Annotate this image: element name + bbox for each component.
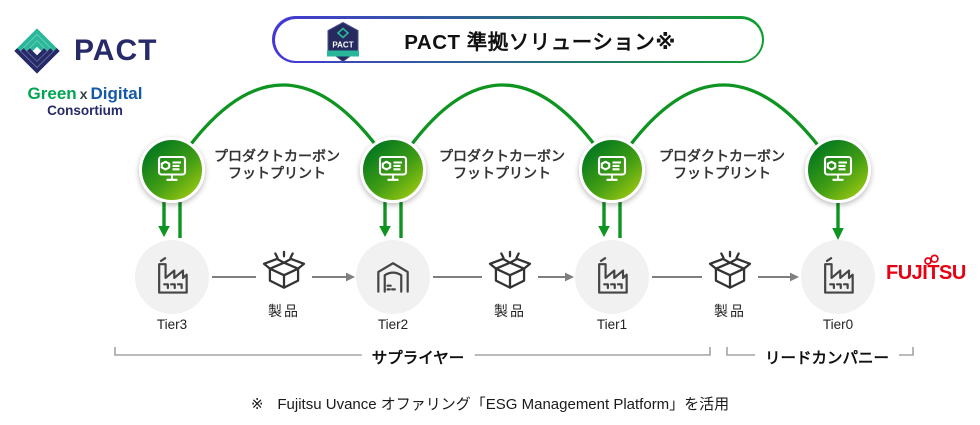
green-word: Green <box>27 84 77 103</box>
product-box-3 <box>704 248 756 303</box>
pact-brand-text: PACT <box>74 34 158 67</box>
tier0-circle <box>801 240 875 314</box>
pact-badge-icon: PACT <box>326 21 359 62</box>
product-label-1: 製品 <box>268 303 300 319</box>
package-icon <box>262 250 306 289</box>
pcf-node-3 <box>579 137 645 203</box>
tier3-circle <box>135 240 209 314</box>
monitor-report-icon <box>823 155 853 181</box>
product-box-1 <box>258 248 310 303</box>
package-icon <box>708 250 752 289</box>
pcf-arc-2 <box>407 83 599 149</box>
pcf-label-1: プロダクトカーボン フットプリント <box>214 148 340 181</box>
tier2-label: Tier2 <box>377 317 409 332</box>
tier0-label: Tier0 <box>822 317 854 332</box>
infinity-icon <box>924 254 939 265</box>
fujitsu-wordmark: FUJITSU <box>886 262 966 284</box>
footnote-text: Fujitsu Uvance オファリング「ESG Management Pla… <box>277 396 730 413</box>
tier1-circle <box>575 240 649 314</box>
tier3-label: Tier3 <box>156 317 188 332</box>
product-box-2 <box>484 248 536 303</box>
warehouse-icon <box>377 262 409 293</box>
monitor-report-icon <box>157 155 187 181</box>
pact-solution-banner: PACT PACT 準拠ソリューション※ <box>272 16 764 63</box>
product-label-3: 製品 <box>714 303 746 319</box>
x-word: x <box>79 86 88 102</box>
supplier-group-label: サプライヤー <box>361 346 475 368</box>
pcf-arcs <box>186 83 822 150</box>
report-arrows <box>158 202 844 240</box>
package-icon <box>488 250 532 289</box>
footnote: ※ Fujitsu Uvance オファリング「ESG Management Pl… <box>0 393 980 414</box>
pcf-node-1 <box>139 137 205 203</box>
factory-icon <box>824 257 854 294</box>
pcf-label-2: プロダクトカーボン フットプリント <box>439 148 565 181</box>
banner-inner: PACT PACT 準拠ソリューション※ <box>274 18 762 62</box>
pcf-arc-1 <box>186 83 380 149</box>
tier2-circle <box>356 240 430 314</box>
flow-arrows <box>212 272 799 282</box>
monitor-report-icon <box>378 155 408 181</box>
lead-company-group-label: リードカンパニー <box>754 346 900 368</box>
product-label-2: 製品 <box>494 303 526 319</box>
monitor-report-icon <box>597 155 627 181</box>
digital-word: Digital <box>90 84 143 103</box>
pcf-node-2 <box>360 137 426 203</box>
consortium-text: Consortium <box>47 103 123 118</box>
tier1-label: Tier1 <box>596 317 628 332</box>
pcf-label-3: プロダクトカーボン フットプリント <box>659 148 785 181</box>
factory-icon <box>158 257 188 294</box>
pact-diamond-icon <box>14 28 60 74</box>
banner-title: PACT 準拠ソリューション※ <box>404 30 676 54</box>
pcf-arc-3 <box>626 83 822 150</box>
pcf-node-4 <box>805 137 871 203</box>
footnote-marker: ※ <box>250 396 264 413</box>
fujitsu-logo: FUJITSU <box>886 254 980 285</box>
factory-icon <box>598 257 628 294</box>
badge-pact-text: PACT <box>332 40 353 49</box>
